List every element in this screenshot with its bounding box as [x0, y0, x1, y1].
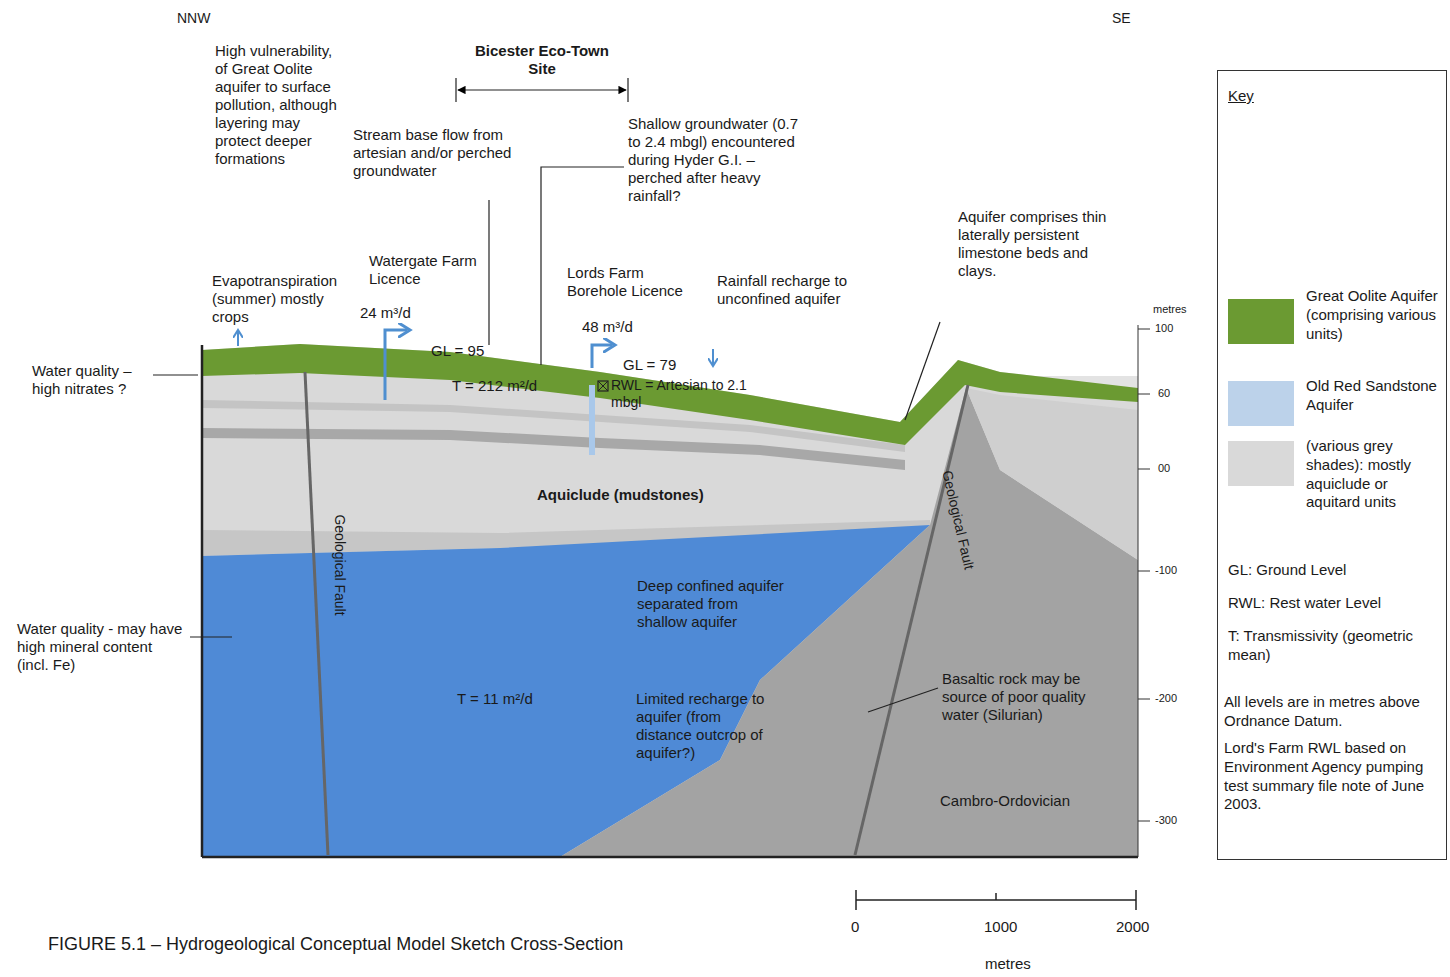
note-label: T = 11 m²/d — [457, 690, 533, 708]
note-label: Shallow groundwater (0.7 to 2.4 mbgl) en… — [628, 115, 808, 205]
note-label: Watergate Farm Licence — [369, 252, 479, 288]
note-label: Basaltic rock may be source of poor qual… — [942, 670, 1122, 724]
legend-text: Old Red Sandstone Aquifer — [1306, 377, 1441, 415]
note-label: Aquifer comprises thin laterally persist… — [958, 208, 1113, 280]
note-label: Aquiclude (mudstones) — [537, 486, 704, 504]
key-heading: Key — [1228, 87, 1254, 106]
note-label: Limited recharge to aquifer (from distan… — [636, 690, 781, 762]
fault-line — [855, 385, 968, 855]
note-label: Lords Farm Borehole Licence — [567, 264, 702, 300]
fault-block — [966, 388, 1138, 560]
note-label: 24 m³/d — [360, 304, 411, 322]
key-box: KeyGL: Ground LevelRWL: Rest water Level… — [1217, 70, 1447, 860]
note-label: Deep confined aquifer separated from sha… — [637, 577, 792, 631]
legend-swatch — [1228, 381, 1294, 426]
note-label: NNW — [177, 10, 210, 27]
fault-line — [305, 372, 328, 855]
note-label: RWL = Artesian to 2.1 mbgl — [611, 377, 751, 411]
note-label: -300 — [1155, 814, 1177, 827]
aquitard-body — [202, 344, 1138, 857]
note-label: -100 — [1155, 564, 1177, 577]
note-label: 2000 — [1116, 918, 1149, 936]
figure-caption: FIGURE 5.1 – Hydrogeological Conceptual … — [48, 934, 623, 956]
key-note: GL: Ground Level — [1228, 561, 1438, 580]
note-label: 100 — [1155, 322, 1173, 335]
note-label: Water quality – high nitrates ? — [32, 362, 150, 398]
note-label: GL = 95 — [431, 342, 484, 360]
note-label: Bicester Eco-Town Site — [462, 42, 622, 78]
cambro-ordovician — [560, 388, 1138, 857]
note-label: 1000 — [984, 918, 1017, 936]
note-label: 48 m³/d — [582, 318, 633, 336]
legend-swatch — [1228, 441, 1294, 486]
note-label: Cambro-Ordovician — [940, 792, 1070, 810]
key-note: Lord's Farm RWL based on Environment Age… — [1224, 739, 1442, 814]
note-label: T = 212 m²/d — [452, 377, 537, 395]
legend-swatch — [1228, 299, 1294, 344]
note-label: High vulnerability, of Great Oolite aqui… — [215, 42, 347, 168]
note-label: 0 — [851, 918, 859, 936]
note-label: SE — [1112, 10, 1131, 27]
note-label: Rainfall recharge to unconfined aquifer — [717, 272, 852, 308]
legend-text: Great Oolite Aquifer (comprising various… — [1306, 287, 1441, 343]
note-label: Water quality - may have high mineral co… — [17, 620, 187, 674]
key-note: T: Transmissivity (geometric mean) — [1228, 627, 1428, 665]
note-label: Evapotranspiration (summer) mostly crops — [212, 272, 362, 326]
note-label: metres — [985, 955, 1031, 973]
great-oolite — [202, 344, 1138, 445]
note-label: 00 — [1158, 462, 1170, 475]
note-label: Stream base flow from artesian and/or pe… — [353, 126, 531, 180]
note-label: metres — [1153, 303, 1187, 316]
key-note: All levels are in metres above Ordnance … — [1224, 693, 1442, 731]
note-label: Geological Fault — [332, 514, 349, 615]
note-label: -200 — [1155, 692, 1177, 705]
note-label: GL = 79 — [623, 356, 676, 374]
legend-text: (various grey shades): mostly aquiclude … — [1306, 437, 1441, 512]
key-note: RWL: Rest water Level — [1228, 594, 1438, 613]
note-label: 60 — [1158, 387, 1170, 400]
